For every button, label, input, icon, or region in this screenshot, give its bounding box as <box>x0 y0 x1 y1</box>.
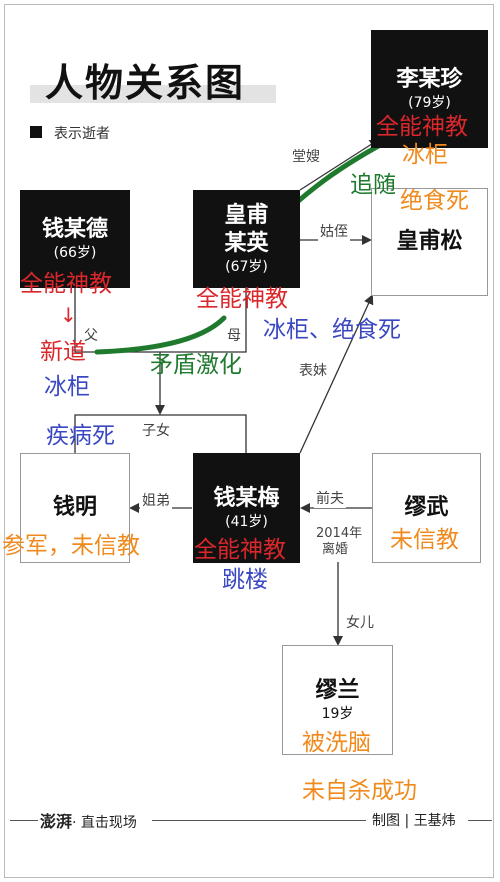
person-qianmei: 钱某梅 (41岁) <box>193 453 300 563</box>
footer-divider-right <box>468 820 492 821</box>
note-huangfu-cult: 全能神教 <box>196 286 288 312</box>
legend-swatch <box>30 126 42 138</box>
person-miaolan: 缪兰 19岁 <box>282 645 393 755</box>
person-qiande-age: (66岁) <box>53 245 97 261</box>
note-qianmei-fate: 跳楼 <box>222 567 268 593</box>
person-qianming-name: 钱明 <box>52 495 97 520</box>
person-li-name: 李某珍 <box>396 67 463 92</box>
note-qianmei-cult: 全能神教 <box>194 537 286 563</box>
note-conflict: 矛盾激化 <box>150 352 242 378</box>
note-qiande-new: 新道 <box>40 339 86 365</box>
diagram-title: 人物关系图 <box>45 61 246 105</box>
note-li-fate2: 绝食死 <box>400 188 469 214</box>
note-miaolan2: 未自杀成功 <box>302 778 417 804</box>
relation-divorce-year: 2014年 <box>314 522 365 541</box>
note-qianming-fate: 疾病死 <box>46 423 115 449</box>
line-children <box>74 414 247 453</box>
relation-mu: 母 <box>225 325 243 345</box>
relation-tangsao: 堂嫂 <box>290 146 322 166</box>
relation-fu: 父 <box>82 325 100 345</box>
note-li-cult: 全能神教 <box>376 114 468 140</box>
footer-logo-main: 澎湃 <box>40 812 73 831</box>
legend-label: 表示逝者 <box>54 126 110 142</box>
note-miaolan: 被洗脑 <box>302 730 371 756</box>
footer-logo-sub: · 直击现场 <box>72 815 137 831</box>
relation-guzhi: 姑侄 <box>318 221 350 241</box>
relation-biaomei: 表妹 <box>297 360 329 380</box>
note-follow: 追随 <box>350 172 396 198</box>
note-qianming: 参军，未信教 <box>2 533 140 559</box>
footer-divider-left <box>10 820 38 821</box>
note-qiande-fate: 冰柜 <box>44 374 90 400</box>
note-qiande-cult: 全能神教 <box>20 271 112 297</box>
footer-logo: 澎湃· 直击现场 <box>40 808 137 832</box>
person-miaowu: 缪武 <box>372 453 481 563</box>
person-huangfu: 皇甫 某英 (67岁) <box>193 190 300 288</box>
relation-qianfu: 前夫 <box>314 488 346 508</box>
person-huangfusong: 皇甫松 <box>371 188 488 296</box>
person-qiande: 钱某德 (66岁) <box>20 190 130 288</box>
line-tangsao <box>299 138 380 191</box>
diagram-frame <box>4 4 494 878</box>
person-huangfusong-name: 皇甫松 <box>396 229 463 254</box>
person-huangfu-age: (67岁) <box>225 259 268 275</box>
person-miaolan-age: 19岁 <box>321 706 354 722</box>
line-biaomei <box>299 294 374 454</box>
footer-credit: 制图 | 王基炜 <box>372 813 456 829</box>
person-li: 李某珍 (79岁) <box>371 30 488 148</box>
person-huangfu-name-1: 皇甫 <box>224 203 269 228</box>
note-arrow: ↓ <box>60 303 77 327</box>
note-li-fate: 冰柜 <box>402 142 448 168</box>
title-underline <box>30 85 276 103</box>
relation-jiedi: 姐弟 <box>140 490 172 510</box>
relation-zinv: 子女 <box>140 420 172 440</box>
note-miaowu: 未信教 <box>390 527 459 553</box>
footer-divider-mid <box>152 820 366 821</box>
person-qiande-name: 钱某德 <box>41 217 108 242</box>
person-li-age: (79岁) <box>408 95 451 111</box>
green-conflict-curve <box>94 315 227 355</box>
relation-divorce: 离婚 <box>320 538 351 557</box>
note-huangfu-fate: 冰柜、绝食死 <box>263 317 401 343</box>
person-miaolan-name: 缪兰 <box>315 678 360 703</box>
person-miaowu-name: 缪武 <box>404 495 449 520</box>
person-huangfu-name-2: 某英 <box>224 231 269 256</box>
person-qianmei-name: 钱某梅 <box>213 486 280 511</box>
relation-nver: 女儿 <box>344 612 376 632</box>
person-qianming: 钱明 <box>20 453 130 563</box>
person-qianmei-age: (41岁) <box>225 514 268 530</box>
